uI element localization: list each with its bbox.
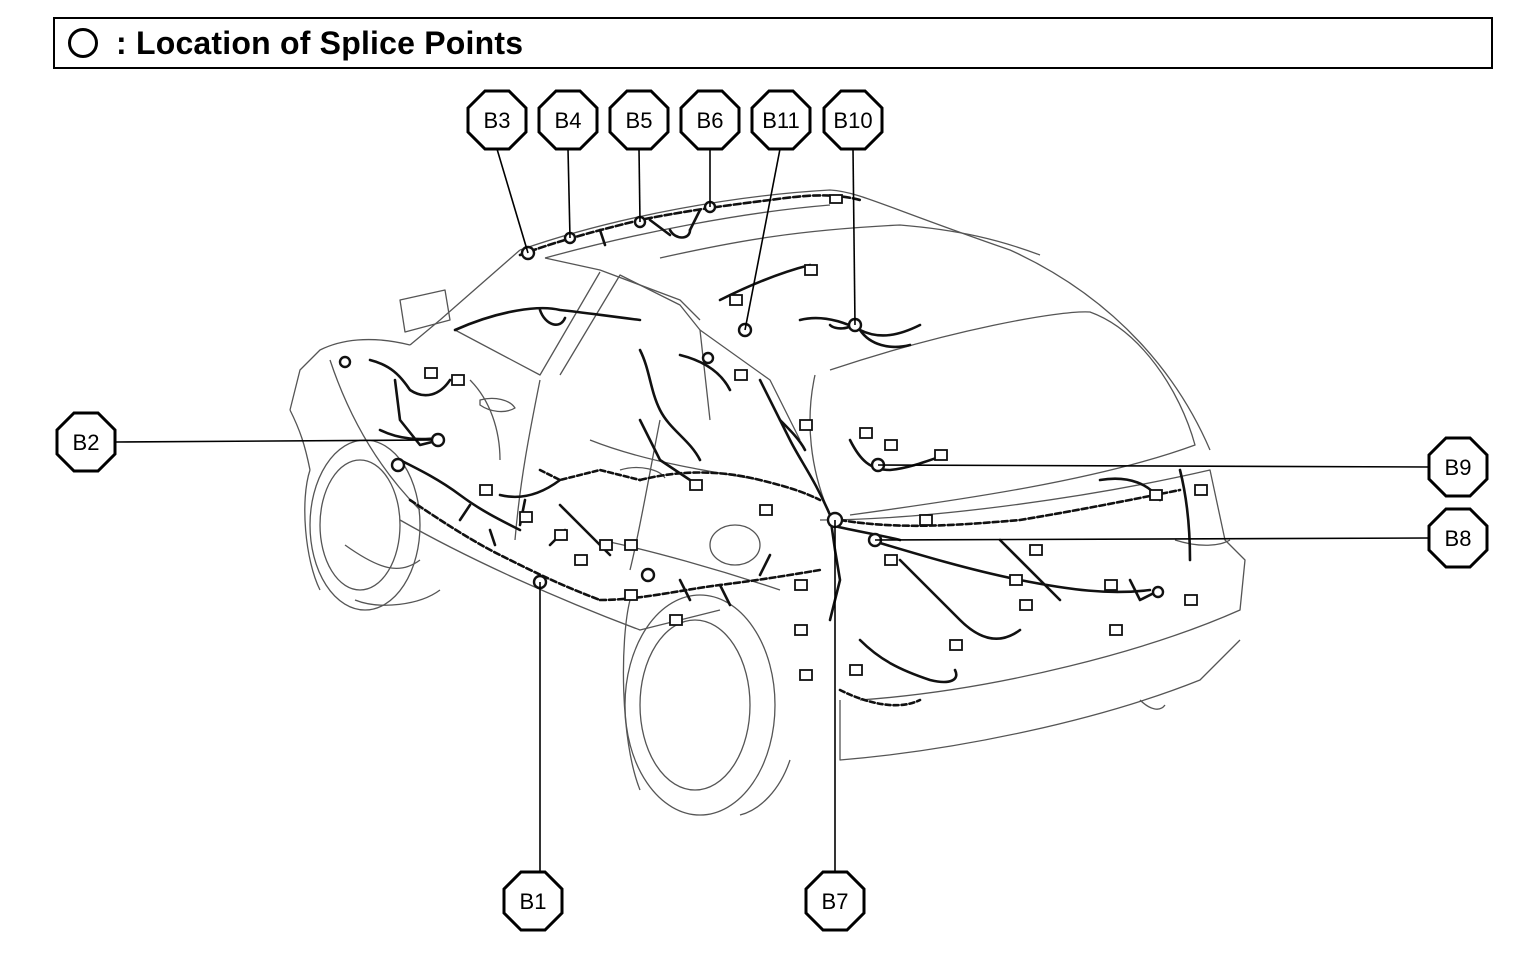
splice-label-b4: B4: [537, 89, 599, 151]
rear-wheel: [622, 594, 791, 816]
splice-label-b3-text: B3: [484, 108, 511, 133]
splice-label-b10-text: B10: [833, 108, 872, 133]
splice-label-b4-text: B4: [555, 108, 582, 133]
splice-label-b2: B2: [55, 411, 117, 473]
splice-label-b2-text: B2: [73, 430, 100, 455]
splice-label-b3: B3: [466, 89, 528, 151]
splice-label-b9-text: B9: [1445, 455, 1472, 480]
splice-label-b5-text: B5: [626, 108, 653, 133]
splice-label-b8: B8: [1427, 507, 1489, 569]
splice-label-b7-text: B7: [822, 889, 849, 914]
splice-label-b6: B6: [679, 89, 741, 151]
splice-label-b7: B7: [804, 870, 866, 932]
front-wheel: [304, 439, 441, 611]
splice-label-b8-text: B8: [1445, 526, 1472, 551]
splice-label-b11: B11: [750, 89, 812, 151]
page-title: : Location of Splice Points: [116, 24, 524, 61]
leader-lines: [114, 148, 1431, 872]
splice-markers: [338, 200, 1165, 599]
splice-label-b10: B10: [822, 89, 884, 151]
wiring-harness: [368, 194, 1192, 707]
splice-circle-icon: [68, 28, 98, 58]
splice-label-b1: B1: [502, 870, 564, 932]
vehicle-body: [289, 189, 1246, 761]
splice-label-b9: B9: [1427, 436, 1489, 498]
splice-label-b5: B5: [608, 89, 670, 151]
splice-label-b11-text: B11: [762, 108, 800, 133]
splice-label-b6-text: B6: [697, 108, 724, 133]
splice-label-b1-text: B1: [520, 889, 547, 914]
header-box: : Location of Splice Points: [53, 17, 1493, 69]
connectors: [424, 194, 1208, 681]
